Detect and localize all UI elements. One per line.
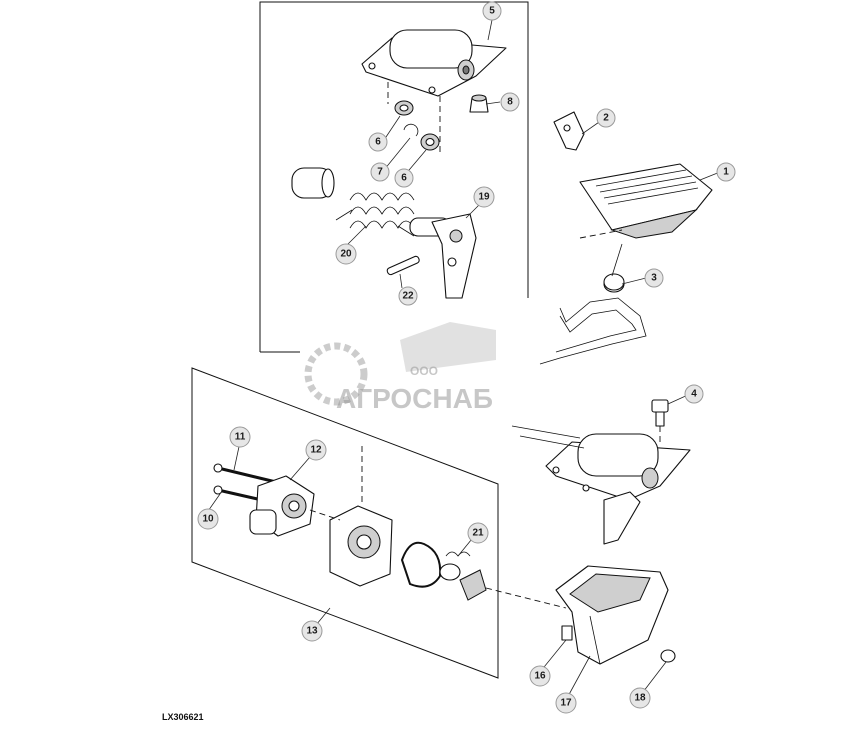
svg-text:19: 19 bbox=[478, 192, 490, 203]
callout-1: 1 bbox=[716, 162, 736, 182]
return-spring-part-3 bbox=[579, 229, 625, 293]
svg-text:6: 6 bbox=[375, 137, 381, 148]
pedal-arm-part-19 bbox=[409, 213, 477, 299]
callout-13: 13 bbox=[301, 620, 323, 642]
svg-text:АГРОСНАБ: АГРОСНАБ bbox=[336, 383, 493, 414]
svg-text:17: 17 bbox=[560, 698, 572, 709]
svg-text:ООО: ООО bbox=[410, 364, 438, 378]
callout-2: 2 bbox=[596, 108, 616, 128]
svg-text:16: 16 bbox=[534, 671, 546, 682]
callout-10: 10 bbox=[197, 508, 219, 530]
seal-ring bbox=[400, 541, 442, 588]
lower-detail-frame bbox=[191, 367, 499, 679]
spring-and-sleeve bbox=[291, 167, 415, 237]
callout-19: 19 bbox=[473, 186, 495, 208]
sensor-housing bbox=[309, 446, 393, 587]
callout-5: 5 bbox=[482, 1, 502, 21]
callout-16: 16 bbox=[529, 665, 551, 687]
svg-text:22: 22 bbox=[402, 291, 414, 302]
svg-text:7: 7 bbox=[377, 167, 383, 178]
svg-text:18: 18 bbox=[634, 693, 646, 704]
pin-part-22 bbox=[386, 255, 420, 276]
svg-text:20: 20 bbox=[340, 249, 352, 260]
svg-text:5: 5 bbox=[489, 6, 495, 17]
bracket-part-2 bbox=[553, 111, 585, 151]
callout-3: 3 bbox=[644, 268, 664, 288]
svg-text:1: 1 bbox=[723, 167, 729, 178]
bushings-and-clip bbox=[387, 82, 441, 156]
svg-text:2: 2 bbox=[603, 113, 609, 124]
svg-text:21: 21 bbox=[472, 528, 484, 539]
dashed-leader-lower bbox=[485, 587, 567, 609]
svg-text:3: 3 bbox=[651, 273, 657, 284]
callout-18: 18 bbox=[629, 687, 651, 709]
svg-text:8: 8 bbox=[507, 97, 513, 108]
plug-part-18 bbox=[660, 649, 676, 663]
callout-8: 8 bbox=[500, 92, 520, 112]
callout-12: 12 bbox=[305, 439, 327, 461]
callout-21: 21 bbox=[467, 522, 489, 544]
callout-7: 7 bbox=[370, 162, 390, 182]
svg-text:6: 6 bbox=[401, 173, 407, 184]
svg-text:10: 10 bbox=[202, 514, 214, 525]
pedal-rod bbox=[539, 297, 647, 365]
upper-detail-frame bbox=[259, 1, 529, 353]
housing-part-17 bbox=[555, 565, 669, 665]
screws-part-10-11 bbox=[213, 463, 277, 502]
callout-22: 22 bbox=[398, 286, 418, 306]
svg-text:13: 13 bbox=[306, 626, 318, 637]
spring-part-21 bbox=[439, 551, 487, 601]
pedal-pad-part-1 bbox=[579, 163, 713, 239]
callout-20: 20 bbox=[335, 243, 357, 265]
screw-part-16 bbox=[561, 625, 573, 641]
svg-text:11: 11 bbox=[235, 432, 246, 443]
svg-text:12: 12 bbox=[310, 445, 322, 456]
callout-17: 17 bbox=[555, 692, 577, 714]
svg-text:4: 4 bbox=[691, 389, 697, 400]
pivot-housing-lower bbox=[511, 425, 691, 545]
watermark: ООО АГРОСНАБ bbox=[304, 322, 496, 414]
sensor-part-12 bbox=[249, 475, 315, 537]
pivot-housing-upper bbox=[361, 29, 507, 97]
callout-6b: 6 bbox=[394, 168, 414, 188]
figure-id: LX306621 bbox=[162, 712, 204, 722]
callout-4: 4 bbox=[684, 384, 704, 404]
bolt-part-4 bbox=[651, 399, 669, 442]
plug-part-8 bbox=[469, 94, 489, 113]
callout-11: 11 bbox=[229, 426, 251, 448]
callout-6a: 6 bbox=[368, 132, 388, 152]
